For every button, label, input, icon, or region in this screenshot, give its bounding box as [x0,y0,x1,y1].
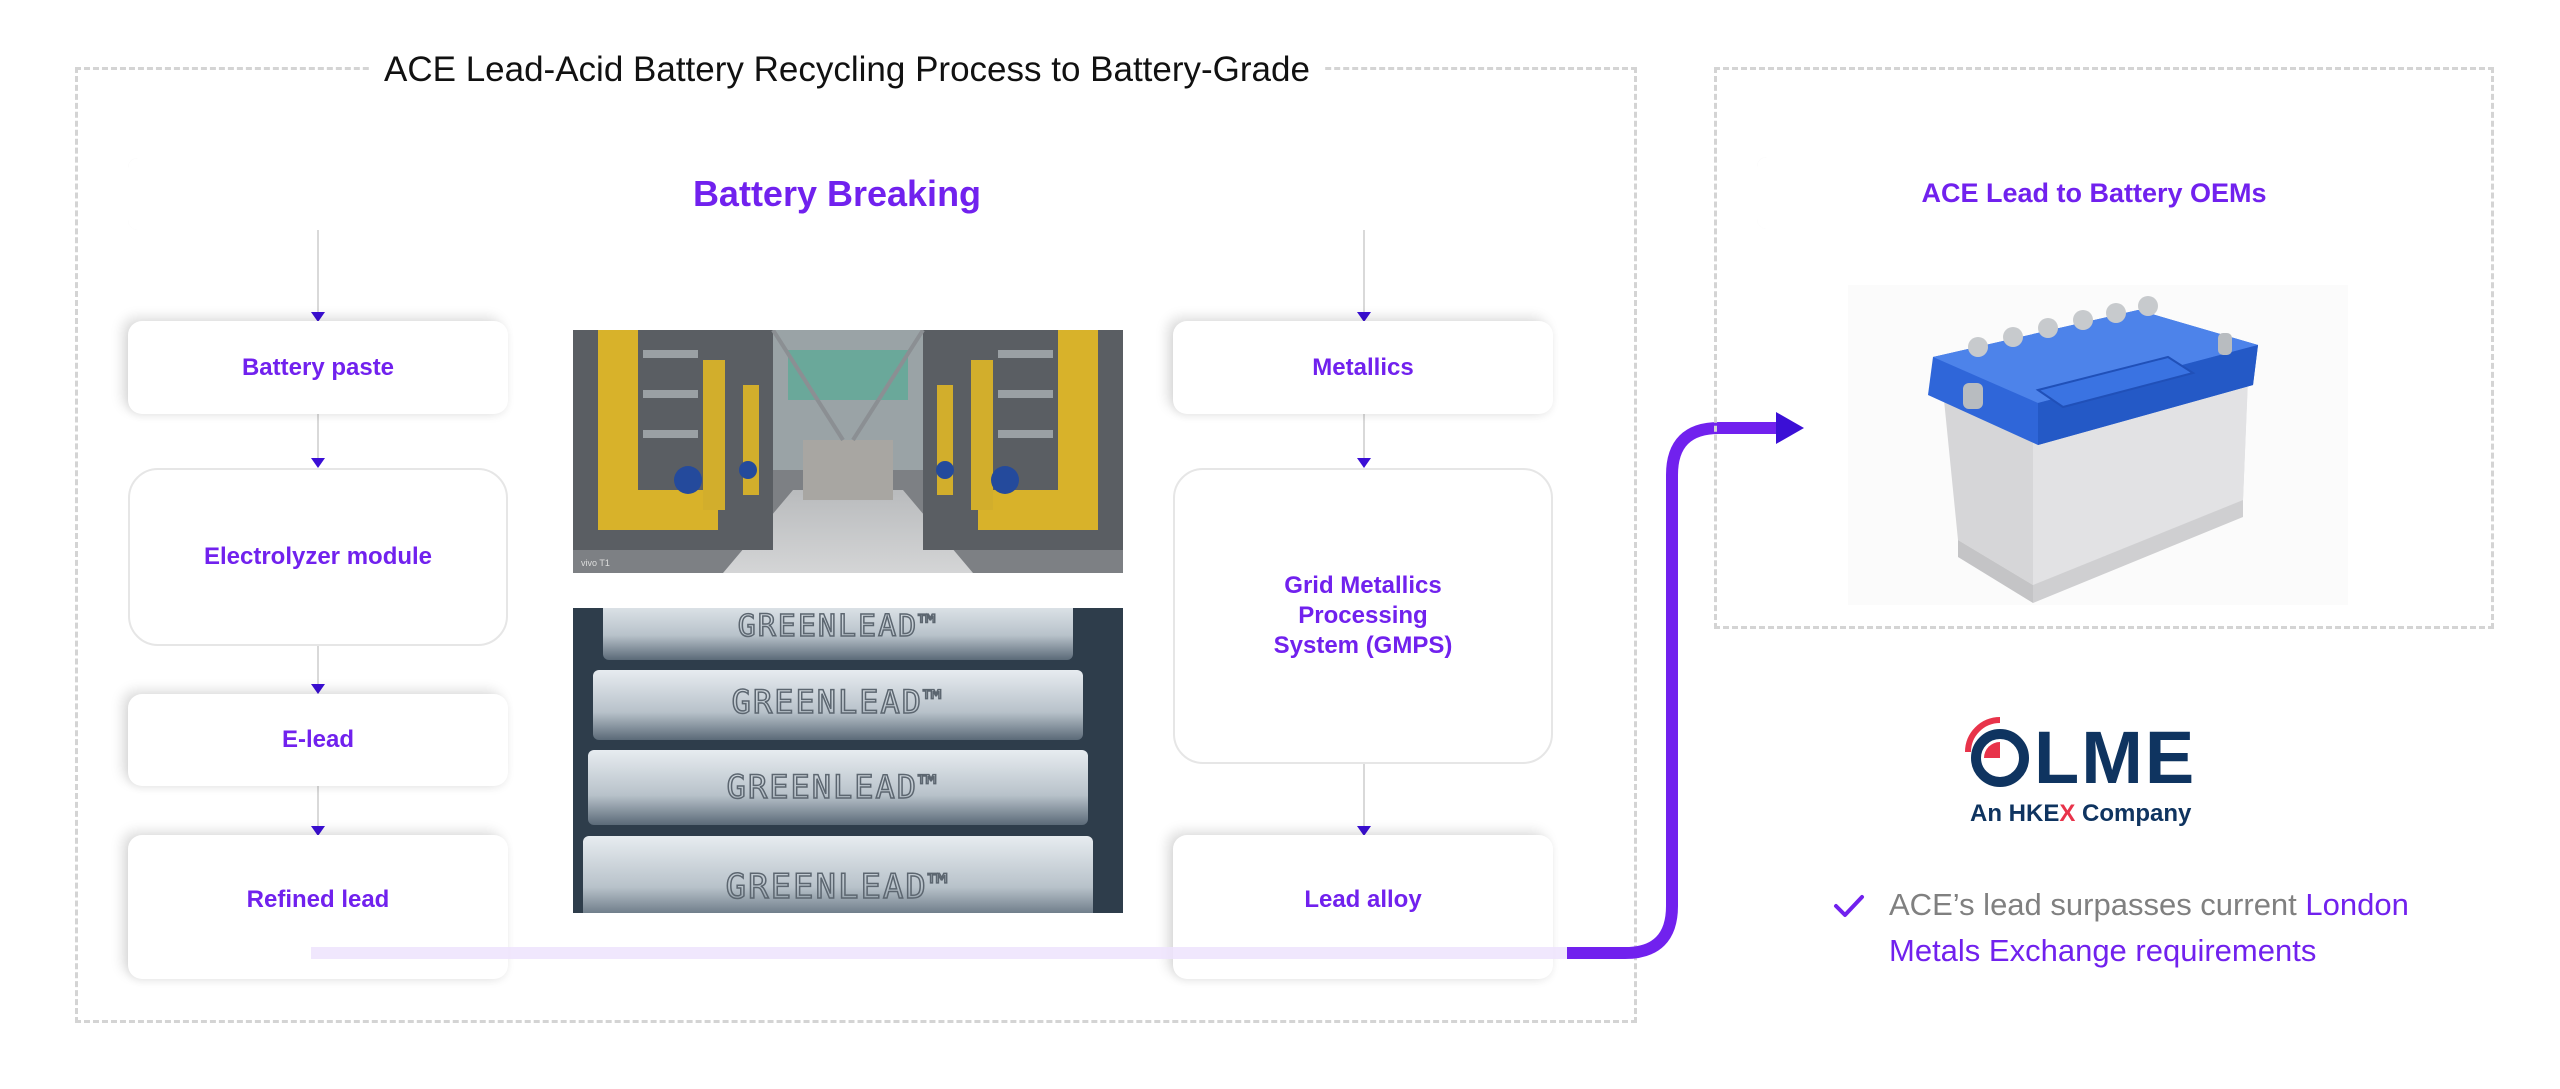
arrow-head-icon [1776,412,1804,444]
battery-breaking-label: Battery Breaking [692,173,982,214]
connector-arrowhead [311,458,325,468]
step-electrolyzer-module: Electrolyzer module [128,468,508,646]
ingots-illustration: GREENLEAD™ GREENLEAD™ GREENLEAD™ GREENLE… [573,608,1123,913]
connector-line [317,230,319,318]
connector-arrowhead [1357,458,1371,468]
step-label: Electrolyzer module [203,543,433,570]
electrolyzer-plant-photo: vivo T1 [573,330,1123,573]
connector-line [1363,230,1365,318]
connector-arrowhead [311,312,325,322]
lme-subtitle-prefix: An HKE [1970,800,2060,827]
step-metallics: Metallics [1173,321,1553,414]
step-gmps: Grid Metallics Processing System (GMPS) [1173,468,1553,764]
battery-breaking-step: Battery Breaking [128,158,1546,230]
step-label: Battery paste [241,353,395,381]
lme-ring-icon [1965,717,2029,787]
connector-line [317,786,319,832]
step-label: Lead alloy [1304,886,1422,913]
lme-subtitle: An HKEX Company [1970,800,2191,828]
lme-subtitle-x: X [2059,800,2076,827]
battery-oem-panel [1714,67,2494,629]
plant-illustration: vivo T1 [573,330,1123,573]
connector-line [1363,764,1365,832]
connector-arrowhead [311,684,325,694]
connector-arrowhead [1357,826,1371,836]
svg-text:GREENLEAD™: GREENLEAD™ [726,867,951,907]
connector-line [317,646,319,690]
greenlead-ingots-photo: GREENLEAD™ GREENLEAD™ GREENLEAD™ GREENLE… [573,608,1123,913]
connector-arrowhead [311,826,325,836]
battery-oem-label: ACE Lead to Battery OEMs [1921,178,2267,208]
step-battery-paste: Battery paste [128,321,508,414]
ingot: GREENLEAD™ [583,836,1093,913]
statement-plain-text: ACE’s lead surpasses current [1889,887,2306,922]
step-label: Grid Metallics Processing System (GMPS) [1273,572,1453,659]
connector-line [1363,414,1365,464]
ingot: GREENLEAD™ [603,608,1073,660]
lme-logo: LME An HKEX Company [1960,712,2220,832]
connector-line [317,414,319,464]
statement-highlight-text: London Metals Exchange requirements [1889,887,2409,968]
step-label: Metallics [1312,353,1414,381]
step-label: E-lead [281,726,355,753]
svg-text:GREENLEAD™: GREENLEAD™ [732,683,945,721]
battery-illustration [1848,285,2348,605]
battery-oem-step: ACE Lead to Battery OEMs [1757,157,2431,229]
panel-title: ACE Lead-Acid Battery Recycling Process … [370,46,1324,94]
output-flow-highlight [311,947,1571,959]
lme-compliance-statement: ACE’s lead surpasses current London Meta… [1889,882,2449,974]
lme-wordmark: LME [2034,716,2197,799]
svg-text:GREENLEAD™: GREENLEAD™ [738,609,939,644]
ingot: GREENLEAD™ [593,670,1083,740]
step-e-lead: E-lead [128,694,508,786]
output-flow-arrow [1567,422,1780,959]
car-battery-image [1848,285,2348,605]
step-label: Refined lead [246,886,390,913]
svg-text:GREENLEAD™: GREENLEAD™ [727,768,940,806]
lme-subtitle-suffix: Company [2075,800,2192,827]
ingot: GREENLEAD™ [588,750,1088,825]
check-icon [1834,895,1864,917]
photo-caption: vivo T1 [581,558,610,568]
connector-arrowhead [1357,312,1371,322]
